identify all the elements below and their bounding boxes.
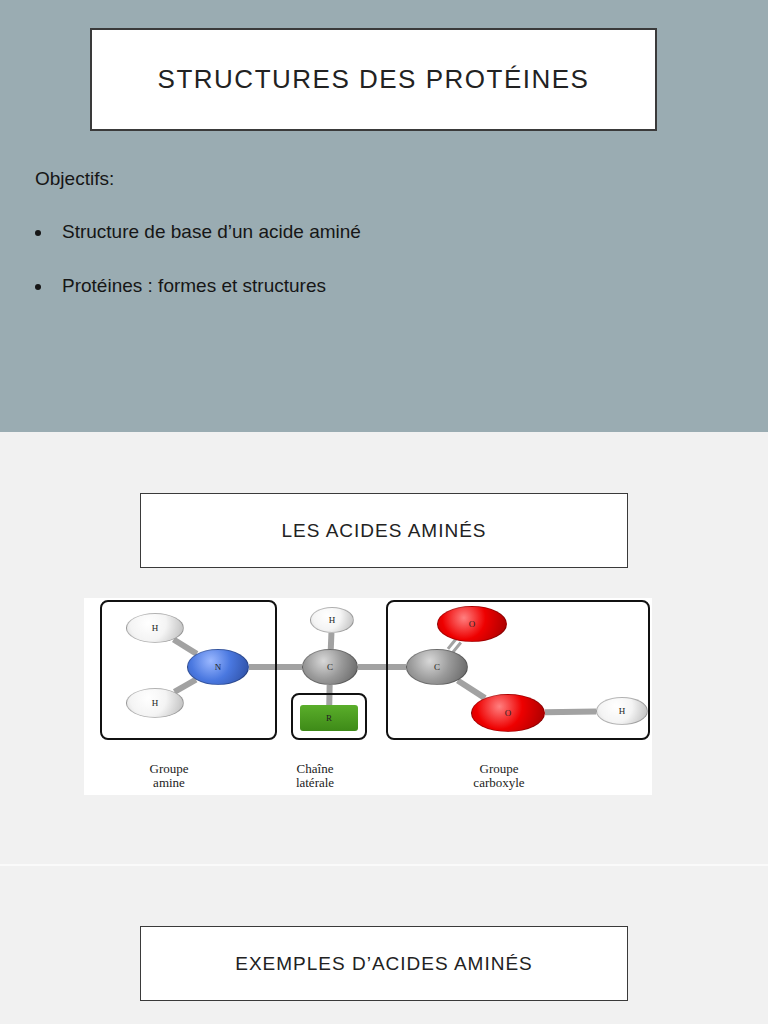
- heading-box: LES ACIDES AMINÉS: [140, 493, 628, 568]
- hydrogen-atom: H: [126, 613, 184, 643]
- bullet-dot: [35, 284, 41, 290]
- atom-symbol: R: [326, 713, 332, 723]
- group-caption: Groupe carboxyle: [457, 762, 541, 790]
- objectives-heading: Objectifs:: [35, 168, 114, 190]
- bond-line: [174, 640, 197, 654]
- nitrogen-atom: N: [187, 649, 249, 685]
- objective-item: Structure de base d’un acide aminé: [62, 221, 361, 243]
- group-caption: Chaîne latérale: [279, 762, 351, 790]
- carbon-atom: C: [302, 649, 358, 685]
- hydrogen-atom: H: [596, 697, 648, 725]
- heading-text: STRUCTURES DES PROTÉINES: [158, 64, 590, 95]
- group-frame: Groupe carboxyleOCOH: [386, 600, 650, 740]
- atom-symbol: H: [152, 623, 159, 633]
- title-box: STRUCTURES DES PROTÉINES: [90, 28, 657, 131]
- side-chain-frame: Chaîne latéraleR: [291, 693, 367, 740]
- bond-line: [174, 680, 195, 692]
- bond-line: [358, 664, 406, 670]
- group-caption: Groupe amine: [133, 762, 205, 790]
- oxygen-atom: O: [471, 694, 545, 732]
- heading-text: EXEMPLES D’ACIDES AMINÉS: [235, 953, 532, 975]
- atom-symbol: H: [619, 706, 626, 716]
- atom-symbol: H: [329, 615, 336, 625]
- atom-symbol: C: [434, 662, 440, 672]
- bond-line: [328, 633, 335, 649]
- bond-line: [545, 708, 596, 715]
- atom-symbol: C: [327, 662, 333, 672]
- atom-symbol: N: [215, 662, 222, 672]
- bond-line: [458, 680, 485, 698]
- objective-item: Protéines : formes et structures: [62, 275, 326, 297]
- heading-text: LES ACIDES AMINÉS: [282, 520, 487, 542]
- atom-symbol: H: [152, 698, 159, 708]
- bullet-dot: [35, 230, 41, 236]
- carbon-atom: C: [406, 649, 468, 685]
- atom-symbol: O: [469, 619, 476, 629]
- oxygen-atom: O: [437, 606, 507, 642]
- hydrogen-atom: H: [310, 607, 354, 633]
- atom-symbol: O: [505, 708, 512, 718]
- hydrogen-atom: H: [126, 688, 184, 718]
- group-frame: Groupe amineHNH: [100, 600, 277, 740]
- heading-box: EXEMPLES D’ACIDES AMINÉS: [140, 926, 628, 1001]
- side-chain-block: R: [300, 705, 358, 731]
